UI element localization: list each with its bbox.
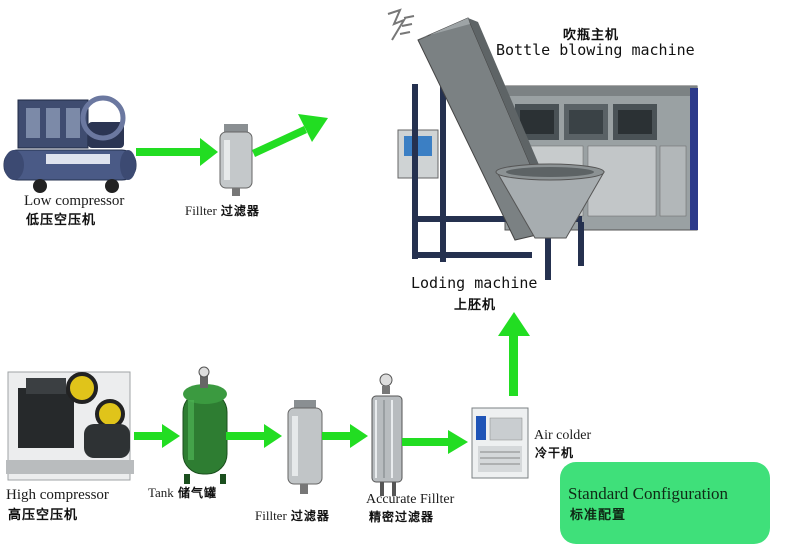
high-compressor-label-cn: 高压空压机 <box>8 508 79 523</box>
arrow-filter-to-machine <box>252 114 328 157</box>
air-colder <box>471 407 529 479</box>
accurate-filter-label-cn: 精密过滤器 <box>369 510 435 524</box>
arrow-accurate-to-colder <box>402 430 468 454</box>
bottom-filter-label-cn: 过滤器 <box>290 509 330 523</box>
loading-machine-label-en: Loding machine <box>411 274 538 292</box>
top-filter-label: Fillter 过滤器 <box>185 202 260 219</box>
main-machine-label-cn: 吹瓶主机 <box>563 28 620 43</box>
arrow-high-to-tank <box>134 424 180 448</box>
top-filter-label-en: Fillter <box>185 203 217 218</box>
low-compressor <box>3 95 137 193</box>
standard-config-badge: Standard Configuration 标准配置 <box>560 462 770 544</box>
main-machine-label-en: Bottle blowing machine <box>496 41 695 59</box>
standard-config-label-cn: 标准配置 <box>570 508 627 523</box>
tank-label: Tank 储气罐 <box>148 484 217 501</box>
standard-config-label-en: Standard Configuration <box>568 484 729 503</box>
bottle-blowing-machine <box>397 17 698 280</box>
tank-label-cn: 储气罐 <box>177 486 217 500</box>
low-compressor-label-cn: 低压空压机 <box>26 213 97 228</box>
low-compressor-label-en: Low compressor <box>24 193 125 209</box>
top-filter-label-cn: 过滤器 <box>220 204 260 218</box>
high-compressor-label-en: High compressor <box>6 487 109 503</box>
top-filter <box>219 124 253 196</box>
air-colder-label-cn: 冷干机 <box>535 446 575 460</box>
bottom-filter-label: Fillter 过滤器 <box>255 507 330 524</box>
brand-logo <box>387 8 415 41</box>
accurate-filter-label-en: Accurate Fillter <box>366 492 455 507</box>
high-compressor <box>6 371 134 481</box>
arrow-colder-to-loader <box>498 312 530 396</box>
flow-arrows <box>134 114 530 454</box>
arrow-low-to-filter <box>136 138 218 166</box>
air-tank <box>182 366 228 484</box>
air-colder-label-en: Air colder <box>534 428 592 443</box>
bottom-filter-label-en: Fillter <box>255 508 287 523</box>
tank-label-en: Tank <box>148 485 174 500</box>
bottom-filter <box>287 400 323 494</box>
arrow-filter-to-accurate <box>322 424 368 448</box>
arrow-tank-to-filter <box>226 424 282 448</box>
accurate-filter <box>371 373 403 496</box>
loading-machine-label-cn: 上胚机 <box>454 298 497 313</box>
